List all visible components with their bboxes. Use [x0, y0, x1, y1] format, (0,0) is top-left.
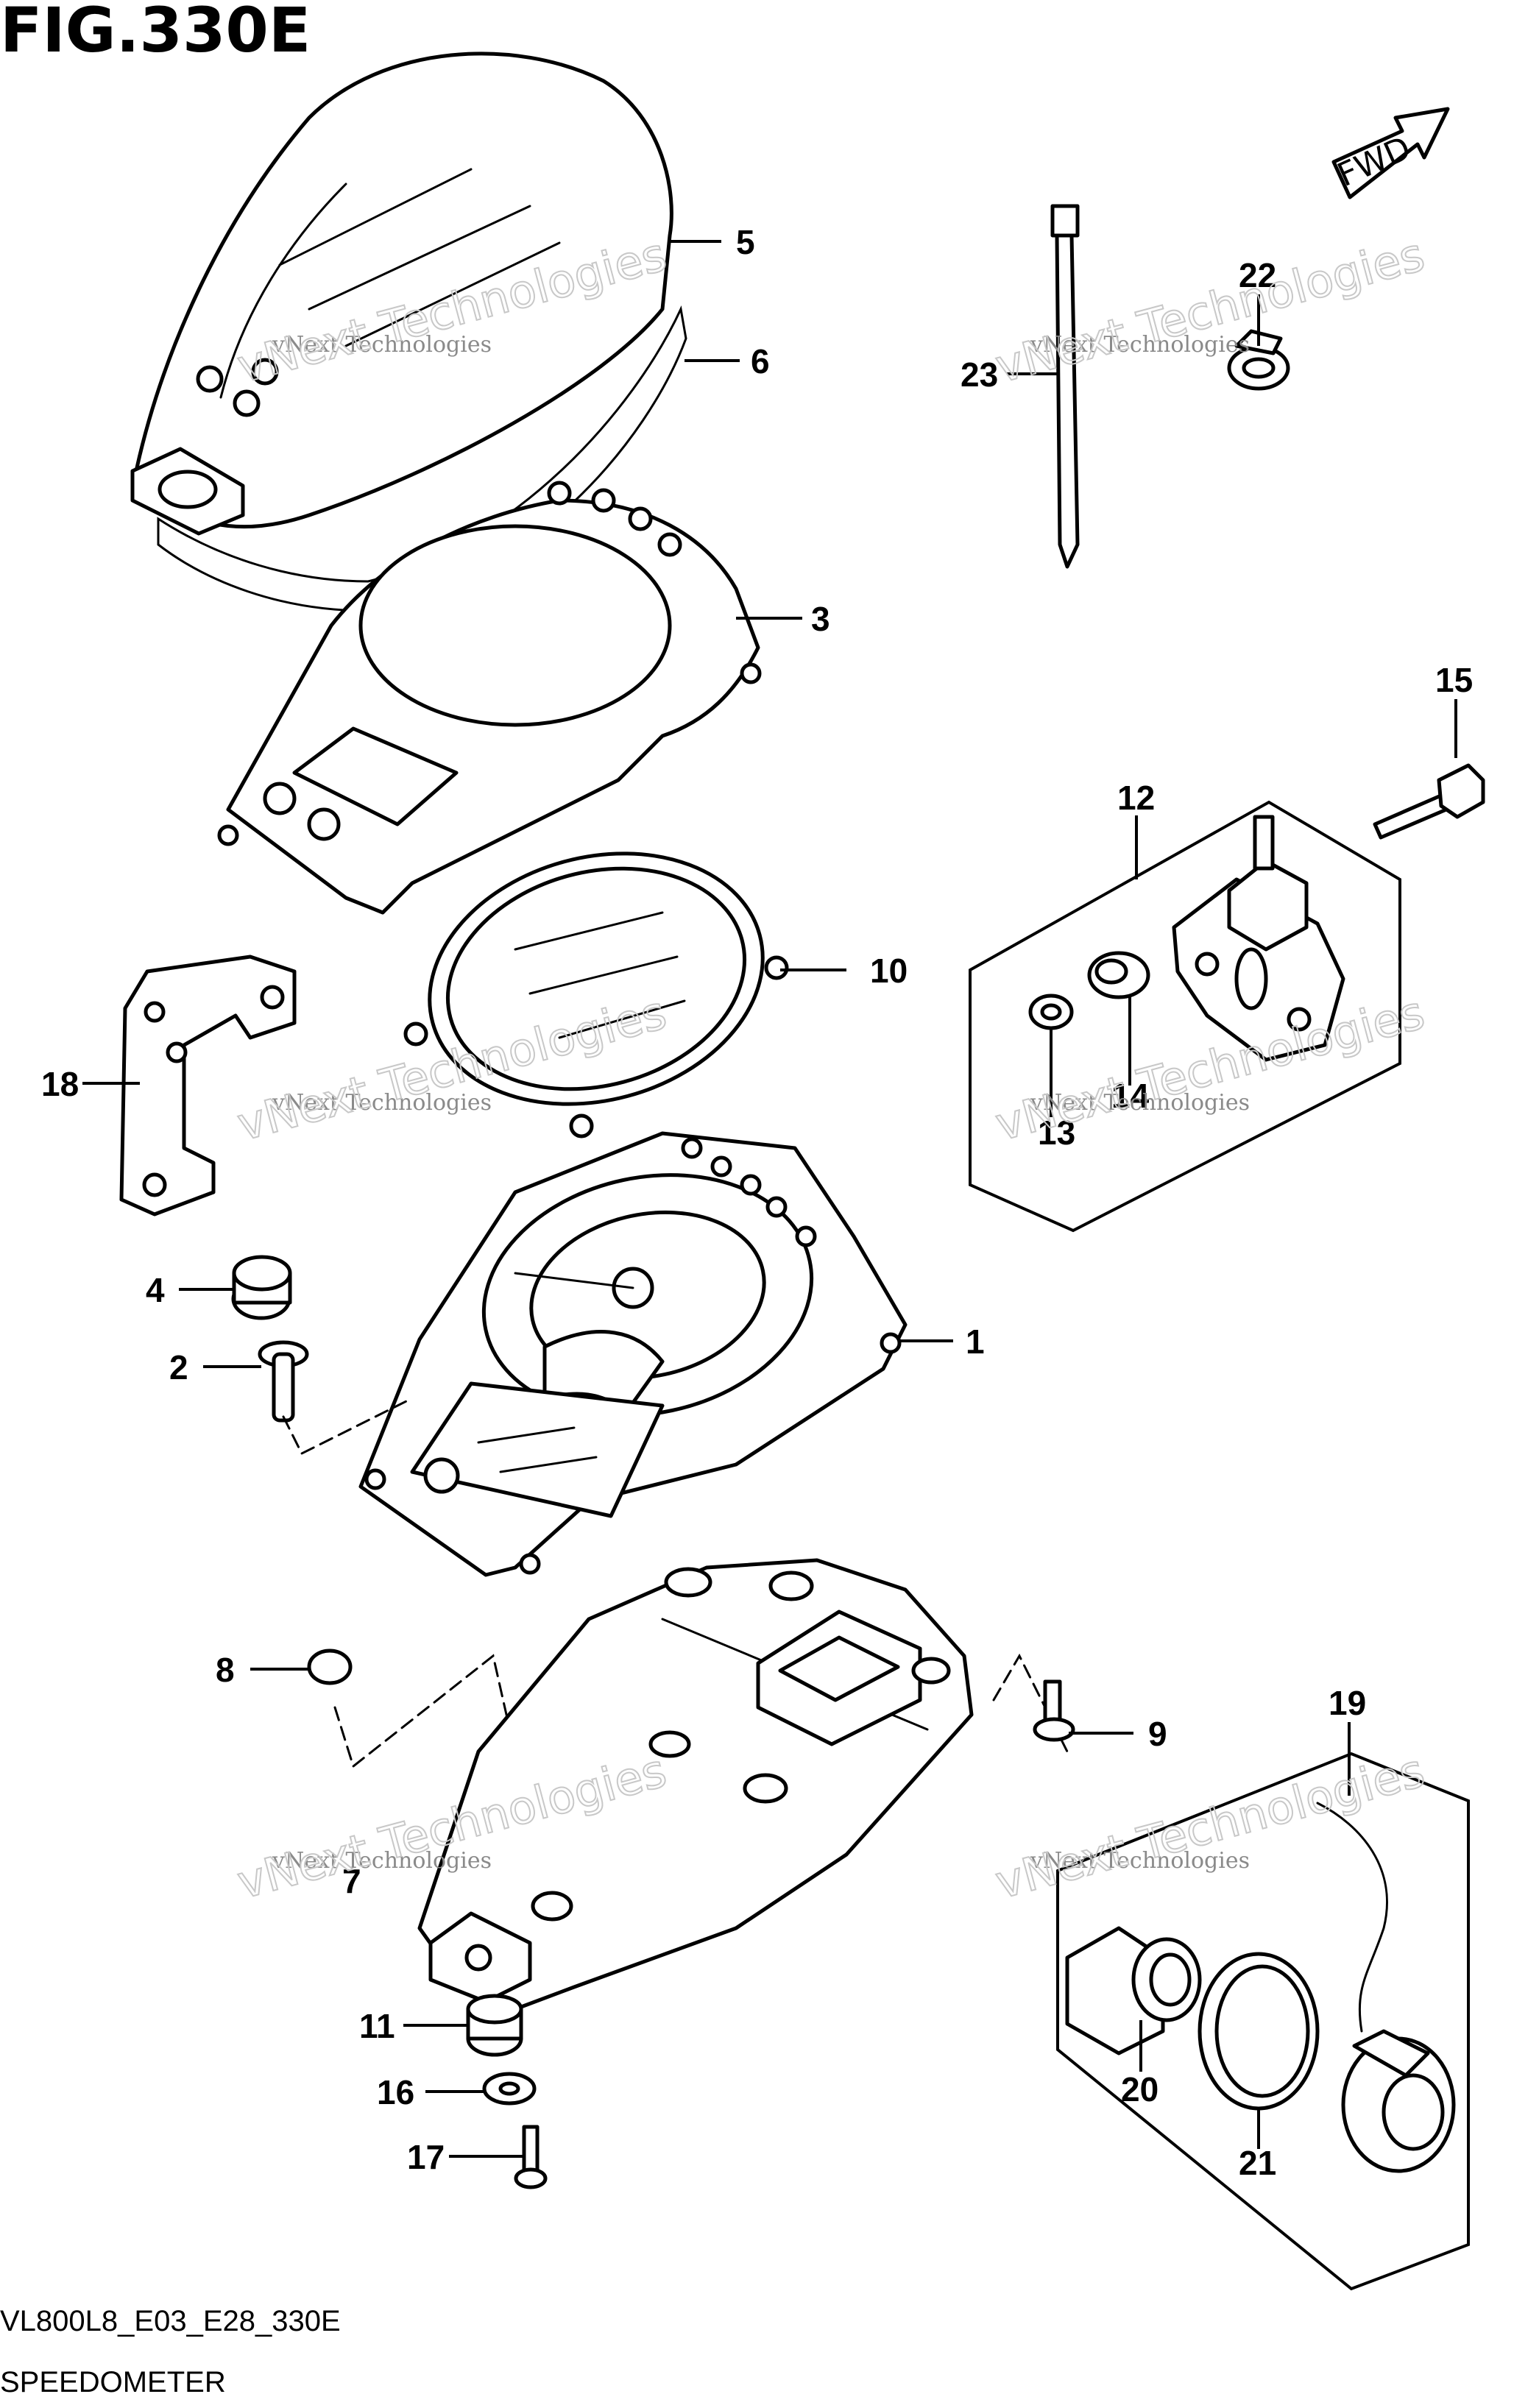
callout-3[interactable]: 3: [811, 600, 830, 638]
callout-15[interactable]: 15: [1435, 661, 1473, 699]
alignment-line: [282, 1397, 414, 1456]
svg-text:vNext Technologies: vNext Technologies: [1030, 1848, 1250, 1874]
part-14-grommet-icon: [1087, 951, 1150, 999]
part-20-socket-icon: [1065, 1926, 1202, 2055]
callout-2[interactable]: 2: [169, 1348, 188, 1387]
callout-12[interactable]: 12: [1117, 779, 1155, 817]
callout-22[interactable]: 22: [1239, 256, 1276, 294]
svg-text:vNext Technologies: vNext Technologies: [272, 1848, 492, 1874]
callout-1[interactable]: 1: [966, 1322, 985, 1361]
svg-text:vNext Technologies: vNext Technologies: [272, 332, 492, 358]
part-10-lens-ring-icon: [403, 851, 789, 1139]
part-1-meter-icon: [358, 1131, 908, 1577]
figure-title: FIG.330E: [0, 0, 311, 66]
callout-11[interactable]: 11: [359, 2007, 395, 2045]
svg-text:vNext Technologies: vNext Technologies: [990, 1743, 1430, 1910]
figure-subtitle: SPEEDOMETER: [0, 2366, 226, 2398]
fwd-label: FWD: [1332, 130, 1417, 194]
callout-7[interactable]: 7: [342, 1862, 361, 1900]
svg-text:vNext Technologies: vNext Technologies: [1030, 332, 1250, 358]
part-11-grommet-icon: [466, 1994, 523, 2057]
part-12-switch-icon: [1172, 815, 1345, 1062]
callout-19[interactable]: 19: [1329, 1684, 1366, 1722]
part-9-screw-icon: [1033, 1679, 1075, 1742]
figure-code: VL800L8_E03_E28_330E: [0, 2305, 341, 2337]
part-3-housing-icon: [217, 481, 762, 915]
callout-13[interactable]: 13: [1038, 1113, 1075, 1152]
part-19-harness-icon: [1316, 1802, 1456, 2173]
callout-21[interactable]: 21: [1239, 2144, 1276, 2182]
callout-14[interactable]: 14: [1111, 1077, 1150, 1115]
callout-6[interactable]: 6: [751, 342, 770, 380]
part-6-seal-icon: [157, 305, 687, 612]
callout-16[interactable]: 16: [377, 2073, 414, 2111]
callout-17[interactable]: 17: [407, 2138, 445, 2176]
part-16-washer-icon: [482, 2072, 537, 2106]
svg-text:vNext Technologies: vNext Technologies: [272, 1090, 492, 1116]
box-lamp-group: [1056, 1752, 1470, 2291]
callout-4[interactable]: 4: [146, 1271, 165, 1309]
box-switch-group: [969, 800, 1401, 1233]
part-23-cable-tie-icon: [1050, 204, 1080, 569]
svg-text:vNext Technologies: vNext Technologies: [1030, 1090, 1250, 1116]
part-8-plug-icon: [307, 1649, 353, 1685]
part-7-lower-case-icon: [417, 1558, 974, 2011]
callout-10[interactable]: 10: [870, 952, 908, 990]
part-18-bracket-icon: [119, 955, 297, 1217]
callout-18[interactable]: 18: [41, 1065, 79, 1103]
callout-20[interactable]: 20: [1121, 2070, 1159, 2108]
callout-9[interactable]: 9: [1148, 1715, 1167, 1753]
part-21-ring-icon: [1198, 1952, 1320, 2111]
part-17-screw-icon: [514, 2125, 548, 2189]
callout-5[interactable]: 5: [736, 223, 755, 261]
alignment-line: [992, 1653, 1069, 1753]
fwd-arrow-icon: FWD: [1331, 107, 1450, 199]
part-5-cover-icon: [130, 52, 673, 536]
callout-8[interactable]: 8: [216, 1651, 235, 1689]
part-15-bolt-icon: [1373, 763, 1485, 840]
callout-23[interactable]: 23: [961, 355, 998, 394]
part-2-stud-icon: [258, 1340, 309, 1423]
part-13-collar-icon: [1028, 994, 1074, 1030]
part-4-cushion-icon: [231, 1255, 292, 1320]
